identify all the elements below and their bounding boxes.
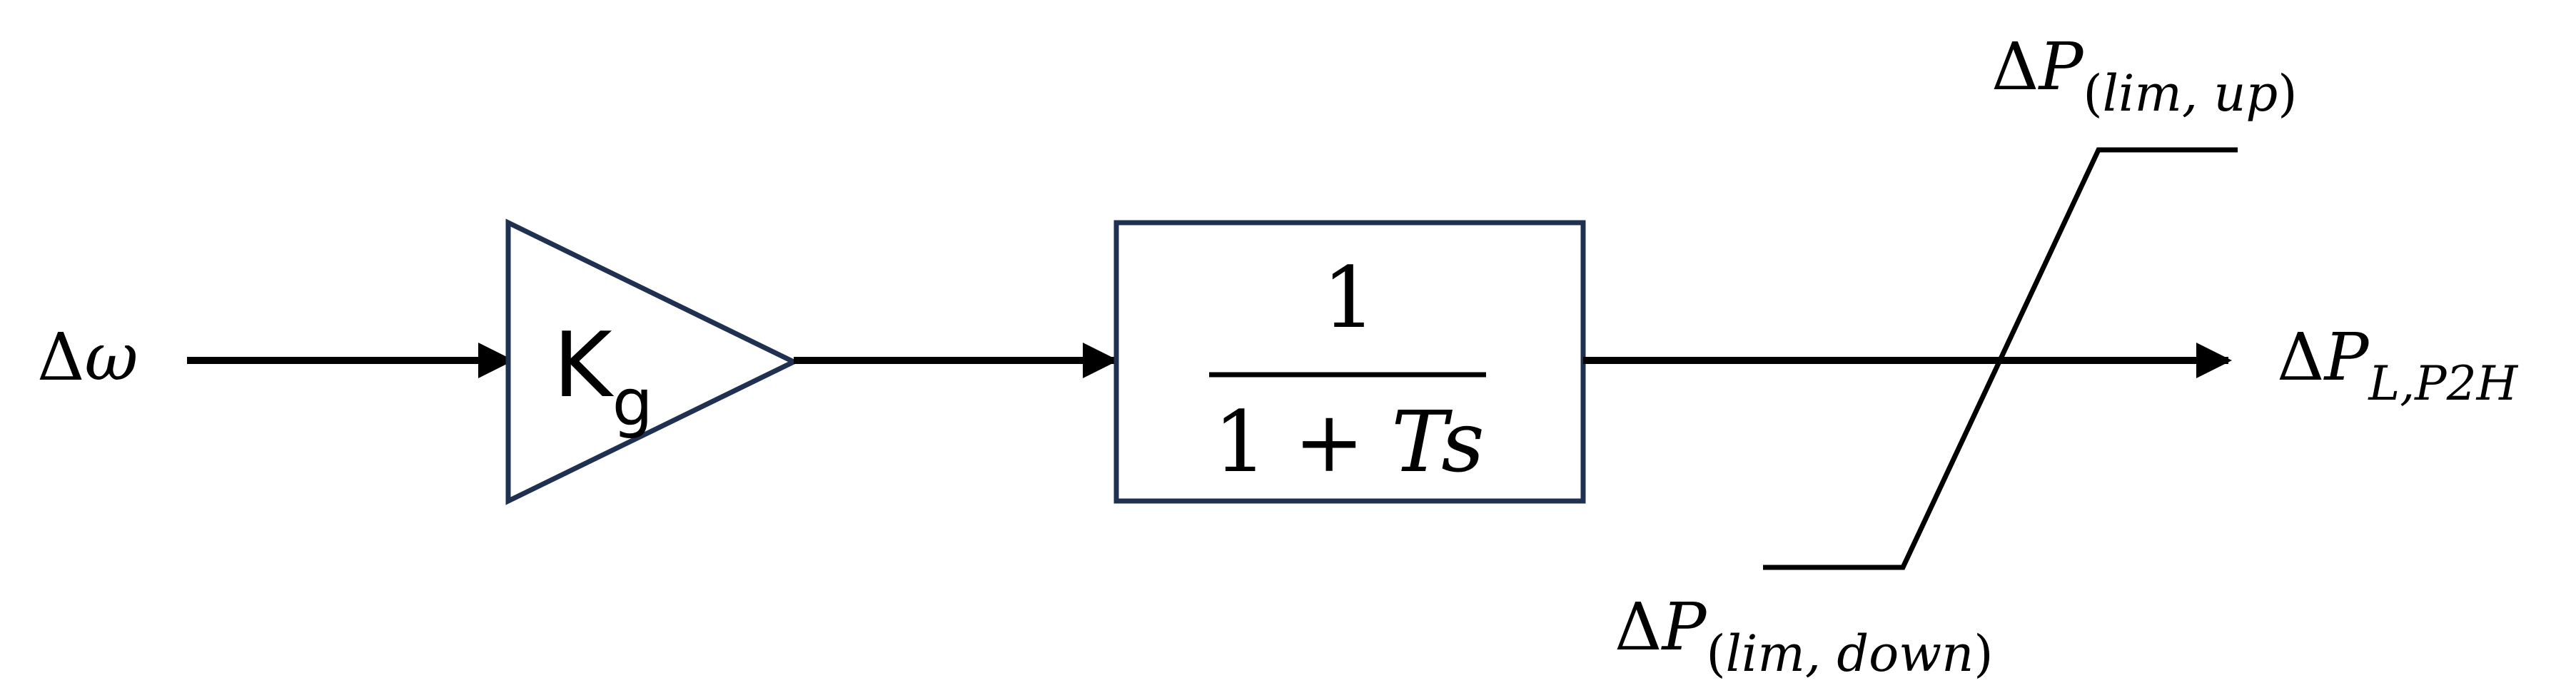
transfer-function-block: [1113, 220, 1586, 504]
limit-up-symbol: P: [2037, 29, 2084, 105]
gain-sub: g: [612, 365, 653, 440]
gain-label: Kg: [553, 313, 653, 440]
output-subscript: L,P2H: [2368, 356, 2518, 411]
limit-up-delta: Δ: [1991, 29, 2039, 105]
limit-up-sub-close: ): [2278, 64, 2297, 123]
output-label: ΔPL,P2H: [2277, 319, 2519, 411]
output-delta: Δ: [2277, 319, 2324, 395]
limiter-saturation-curve: [1763, 147, 2238, 570]
limit-down-sub-close: ): [1974, 624, 1993, 683]
limit-down-sub-open: (: [1706, 624, 1725, 683]
tf-denominator-var: Ts: [1391, 393, 1485, 491]
tf-numerator: 1: [1322, 248, 1375, 347]
gain-main: K: [553, 313, 615, 418]
tf-denominator-const: 1 +: [1213, 393, 1391, 491]
limit-up-sub-open: (: [2083, 64, 2102, 123]
gain-block: [505, 218, 799, 505]
input-delta: Δ: [37, 319, 84, 395]
input-label: Δω: [37, 319, 138, 395]
limit-up-subscript: (lim, up): [2083, 64, 2297, 123]
limit-down-sub-var: lim, down: [1726, 624, 1974, 683]
tf-denominator: 1 + Ts: [1213, 393, 1485, 491]
limit-up-label: ΔP(lim, up): [1991, 29, 2298, 123]
limit-down-label: ΔP(lim, down): [1615, 589, 1994, 683]
limit-down-symbol: P: [1660, 589, 1707, 665]
limit-down-subscript: (lim, down): [1706, 624, 1993, 683]
limit-up-sub-var: lim, up: [2103, 64, 2278, 123]
input-symbol: ω: [84, 319, 138, 395]
output-symbol: P: [2323, 319, 2370, 395]
limit-down-delta: Δ: [1615, 589, 1662, 665]
